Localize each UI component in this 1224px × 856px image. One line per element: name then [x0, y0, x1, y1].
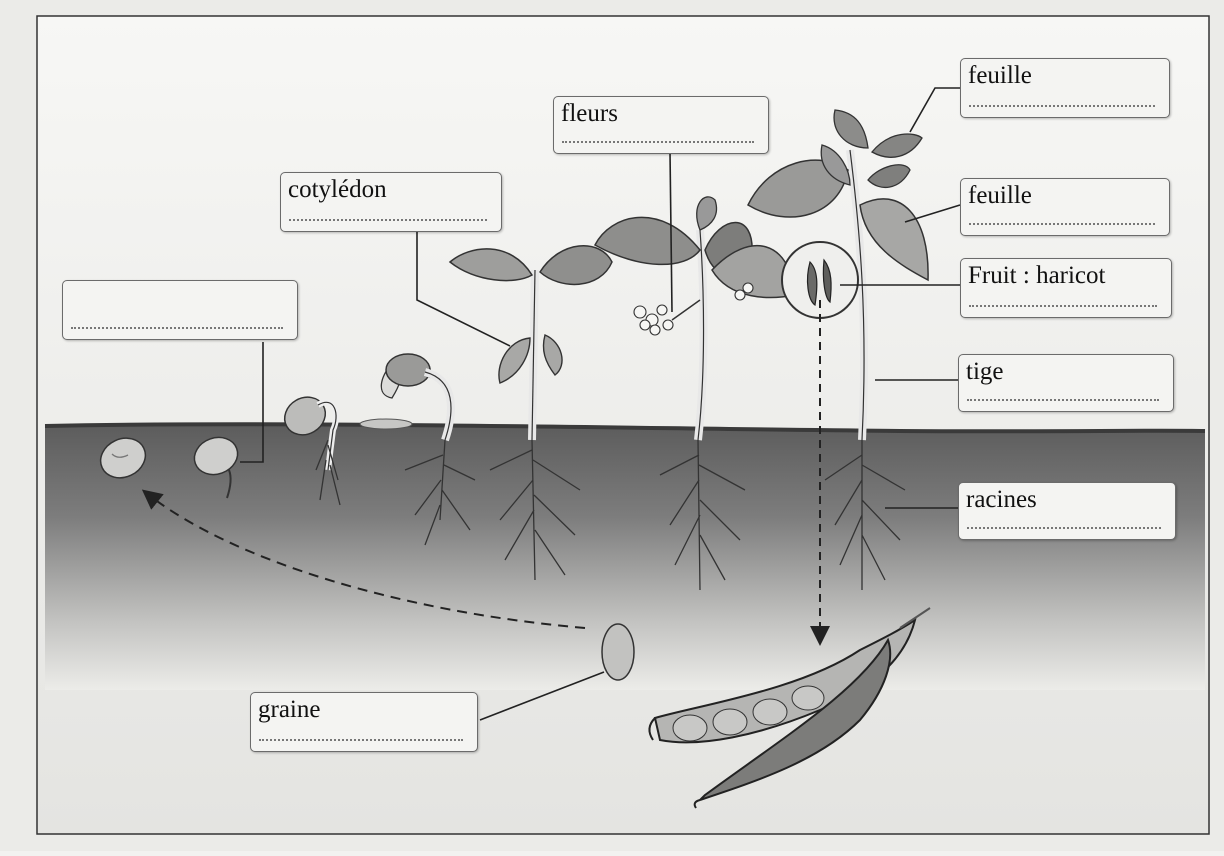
- answer-line: [969, 305, 1157, 307]
- answer-line: [969, 105, 1155, 107]
- answer-line: [562, 141, 754, 143]
- label-box-graine[interactable]: graine: [250, 692, 478, 752]
- label-box-cotyledon[interactable]: cotylédon: [280, 172, 502, 232]
- label-box-blank[interactable]: [62, 280, 298, 340]
- label-box-feuille-mid[interactable]: feuille: [960, 178, 1170, 236]
- loose-seed: [602, 624, 634, 680]
- label-box-fleurs[interactable]: fleurs: [553, 96, 769, 154]
- label-tige-text: tige: [966, 358, 1004, 386]
- answer-line: [967, 527, 1161, 529]
- answer-line: [259, 739, 463, 741]
- answer-line: [969, 223, 1155, 225]
- answer-line: [71, 327, 283, 329]
- label-box-racines[interactable]: racines: [958, 482, 1176, 540]
- label-fruit-text: Fruit : haricot: [968, 262, 1105, 290]
- label-box-feuille-top[interactable]: feuille: [960, 58, 1170, 118]
- label-box-tige[interactable]: tige: [958, 354, 1174, 412]
- label-feuille-top-text: feuille: [968, 62, 1032, 90]
- answer-line: [289, 219, 487, 221]
- answer-line: [967, 399, 1159, 401]
- label-racines-text: racines: [966, 486, 1037, 514]
- label-box-fruit[interactable]: Fruit : haricot: [960, 258, 1172, 318]
- label-cotyledon-text: cotylédon: [288, 176, 387, 204]
- label-graine-text: graine: [258, 696, 320, 724]
- label-feuille-mid-text: feuille: [968, 182, 1032, 210]
- label-fleurs-text: fleurs: [561, 100, 618, 128]
